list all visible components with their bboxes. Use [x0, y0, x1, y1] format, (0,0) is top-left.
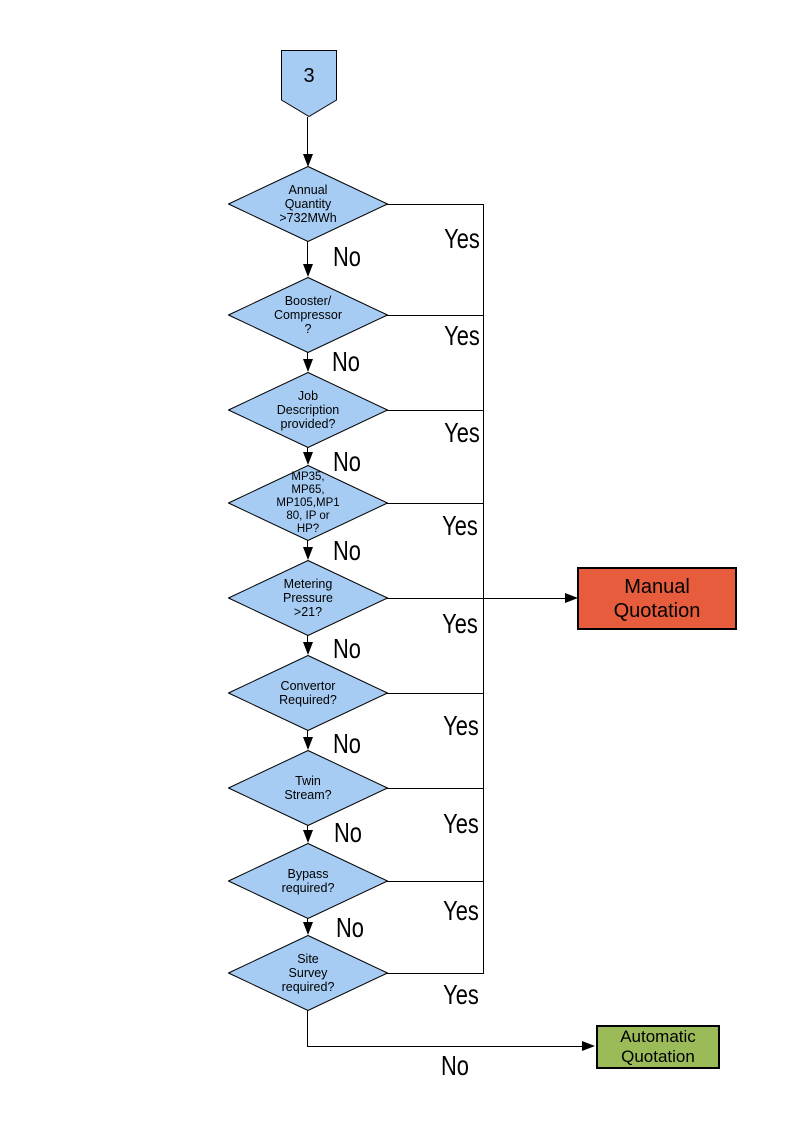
arrowhead-right-icon	[582, 1041, 595, 1051]
automatic-quotation-arrow-line	[307, 1046, 583, 1047]
yes-branch-line	[387, 881, 484, 882]
arrowhead-down-icon	[303, 264, 313, 277]
flow-line	[307, 918, 308, 923]
diamond-shape	[228, 655, 388, 731]
arrowhead-down-icon	[303, 452, 313, 465]
arrowhead-down-icon	[303, 642, 313, 655]
arrowhead-down-icon	[303, 547, 313, 560]
decision-label: Metering Pressure >21?	[282, 577, 334, 619]
yes-branch-line	[387, 693, 484, 694]
edge-label-no: No	[332, 346, 360, 377]
diamond-shape	[228, 465, 388, 541]
arrowhead-down-icon	[303, 830, 313, 843]
flow-line	[307, 447, 308, 453]
diamond-shape	[228, 750, 388, 826]
edge-label-yes: Yes	[442, 608, 478, 639]
edge-label-yes: Yes	[442, 510, 478, 541]
diamond-shape	[228, 560, 388, 636]
decision-bypass-required: Bypass required?	[228, 843, 388, 919]
edge-label-no: No	[333, 535, 361, 566]
flow-line	[307, 540, 308, 548]
edge-label-no: No	[333, 446, 361, 477]
edge-label-no: No	[333, 728, 361, 759]
decision-label: Convertor Required?	[279, 679, 337, 707]
yes-branch-line	[387, 204, 484, 205]
yes-branch-line	[387, 410, 484, 411]
decision-booster-compressor: Booster/ Compressor ?	[228, 277, 388, 353]
yes-branch-line	[387, 788, 484, 789]
flow-line	[307, 241, 308, 265]
flow-line	[307, 824, 308, 831]
edge-label-no: No	[334, 817, 362, 848]
diamond-shape	[228, 843, 388, 919]
yes-collector-line	[483, 204, 484, 974]
diamond-shape	[228, 166, 388, 242]
outcome-automatic-label: Automatic Quotation	[620, 1027, 696, 1066]
decision-twin-stream: Twin Stream?	[228, 750, 388, 826]
decision-convertor-required: Convertor Required?	[228, 655, 388, 731]
edge-label-no: No	[333, 633, 361, 664]
edge-label-yes: Yes	[443, 808, 479, 839]
yes-branch-line	[387, 315, 484, 316]
decision-annual-quantity: Annual Quantity >732MWh	[228, 166, 388, 242]
flow-line	[307, 634, 308, 643]
decision-label: Bypass required?	[281, 867, 335, 895]
edge-label-yes: Yes	[443, 710, 479, 741]
arrowhead-right-icon	[565, 593, 578, 603]
decision-label: Twin Stream?	[284, 774, 332, 802]
decision-label: Booster/ Compressor ?	[273, 294, 343, 336]
decision-meter-type: MP35, MP65, MP105,MP1 80, IP or HP?	[228, 465, 388, 541]
yes-branch-line	[387, 973, 484, 974]
flow-line	[307, 117, 308, 155]
decision-label: MP35, MP65, MP105,MP1 80, IP or HP?	[276, 470, 340, 535]
decision-metering-pressure: Metering Pressure >21?	[228, 560, 388, 636]
diamond-shape	[228, 372, 388, 448]
manual-quotation-arrow-line	[387, 598, 565, 599]
decision-label: Job Description provided?	[276, 389, 340, 431]
edge-label-yes: Yes	[444, 417, 480, 448]
arrowhead-down-icon	[303, 154, 313, 167]
offpage-connector-shape	[281, 50, 337, 117]
edge-label-yes: Yes	[443, 979, 479, 1010]
decision-label: Site Survey required?	[281, 952, 335, 994]
offpage-connector-3: 3	[281, 50, 337, 117]
decision-label: Annual Quantity >732MWh	[279, 183, 337, 225]
arrowhead-down-icon	[303, 922, 313, 935]
edge-label-no: No	[336, 912, 364, 943]
decision-job-description: Job Description provided?	[228, 372, 388, 448]
yes-branch-line	[387, 503, 484, 504]
flow-line	[307, 730, 308, 738]
edge-label-no-final: No	[441, 1050, 469, 1081]
edge-label-no: No	[333, 241, 361, 272]
offpage-connector-label: 3	[303, 64, 315, 87]
edge-label-yes: Yes	[444, 223, 480, 254]
diamond-shape	[228, 277, 388, 353]
edge-label-yes: Yes	[444, 320, 480, 351]
decision-site-survey: Site Survey required?	[228, 935, 388, 1011]
arrowhead-down-icon	[303, 359, 313, 372]
edge-label-yes: Yes	[443, 895, 479, 926]
diamond-shape	[228, 935, 388, 1011]
arrowhead-down-icon	[303, 737, 313, 750]
flow-line	[307, 1010, 308, 1047]
outcome-manual-quotation: Manual Quotation	[577, 567, 737, 630]
outcome-automatic-quotation: Automatic Quotation	[596, 1025, 720, 1069]
flow-line	[307, 352, 308, 360]
outcome-manual-label: Manual Quotation	[613, 575, 701, 622]
